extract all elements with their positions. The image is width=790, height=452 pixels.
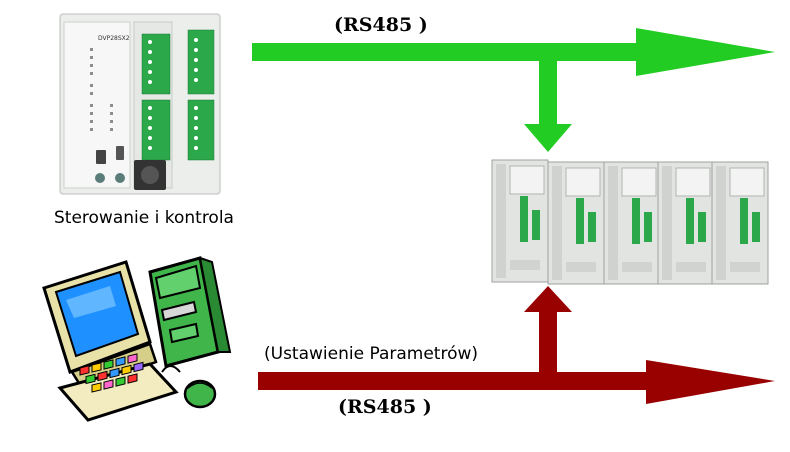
- rs485-top-label: (RS485 ): [334, 14, 428, 36]
- module-3: [603, 161, 661, 285]
- plc-controller: DVP28SX2: [59, 13, 221, 195]
- rs485-bottom-label: (RS485 ): [338, 396, 432, 418]
- controller-modules: [491, 159, 769, 285]
- module-5: [711, 161, 769, 285]
- module-4: [657, 161, 715, 285]
- plc-model-label: DVP28SX2: [98, 35, 130, 42]
- control-label: Sterowanie i kontrola: [54, 208, 234, 228]
- module-1: [491, 159, 549, 283]
- computer-clipart: [42, 256, 232, 422]
- module-2: [547, 161, 605, 285]
- green-rs485-arrow: [252, 28, 775, 152]
- red-rs485-arrow: [258, 286, 775, 404]
- parameter-setting-label: (Ustawienie Parametrów): [264, 344, 479, 364]
- usb-port: [96, 150, 106, 164]
